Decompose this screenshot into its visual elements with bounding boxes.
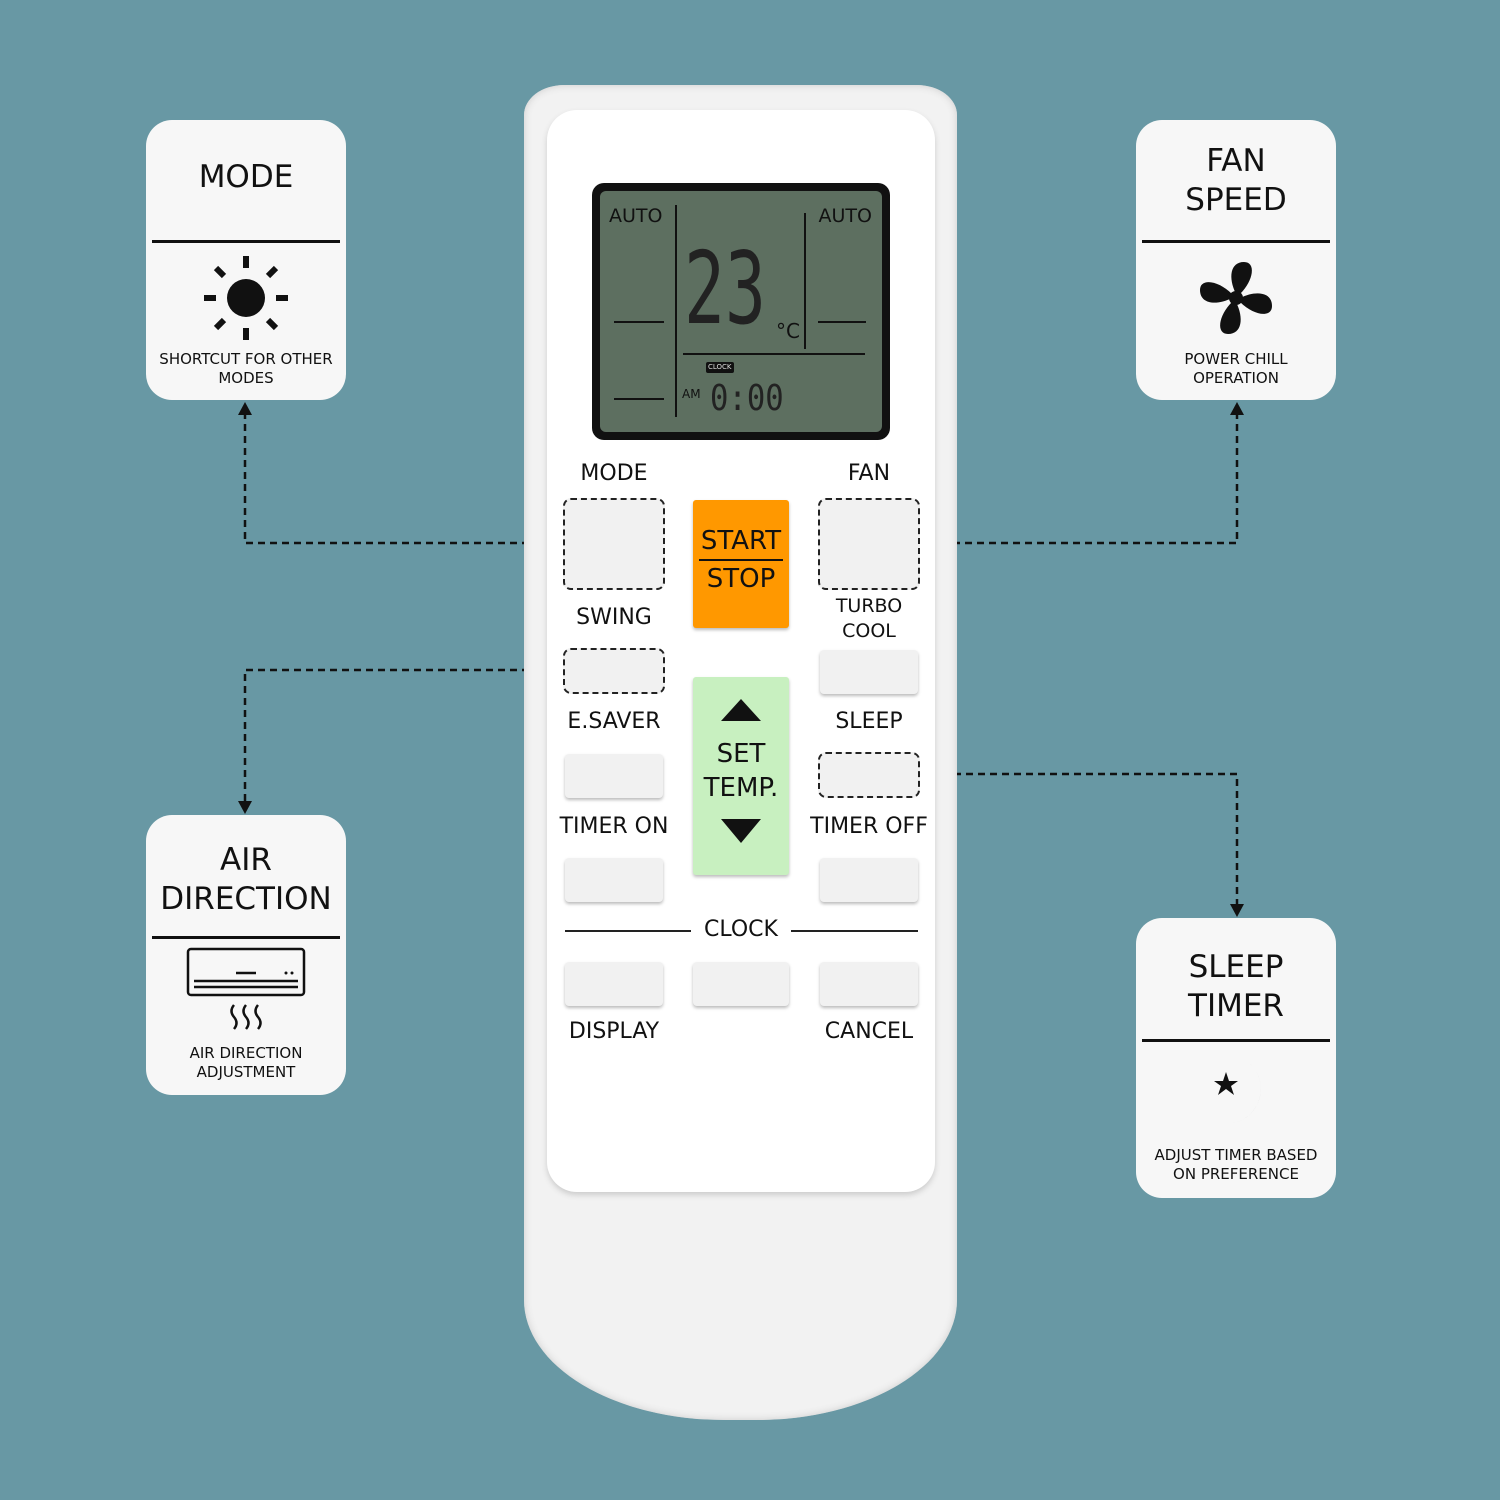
card-title: AIR DIRECTION: [160, 842, 332, 917]
lcd-temperature: 23: [684, 230, 766, 347]
timer-on-button[interactable]: [565, 858, 663, 902]
temp-up-arrow-icon[interactable]: [721, 699, 761, 721]
set-temp-buttons: SET TEMP.: [693, 677, 789, 875]
card-description: ADJUST TIMER BASED ON PREFERENCE: [1154, 1146, 1318, 1183]
display-button[interactable]: [565, 962, 663, 1006]
air-conditioner-icon: [186, 947, 306, 1030]
fan-speed-info-card: FAN SPEED POWER CHILL OPERATION: [1136, 120, 1336, 400]
swing-label: SWING: [576, 605, 652, 630]
swing-button[interactable]: [563, 648, 665, 694]
mode-button[interactable]: [563, 498, 665, 590]
start-stop-button[interactable]: START STOP: [693, 500, 789, 628]
cancel-label: CANCEL: [824, 1019, 914, 1044]
card-title: FAN SPEED: [1185, 143, 1287, 218]
sleep-label: SLEEP: [835, 709, 903, 734]
card-title: MODE: [198, 159, 294, 195]
turbo-cool-button[interactable]: [820, 650, 918, 694]
lcd-display: AUTO AUTO 23 °C CLOCK AM 0:00: [592, 183, 890, 440]
timer-off-button[interactable]: [820, 858, 918, 902]
divider: [152, 936, 340, 939]
esaver-button[interactable]: [565, 754, 663, 798]
card-description: POWER CHILL OPERATION: [1184, 350, 1288, 387]
lcd-clock-badge: CLOCK: [706, 362, 734, 373]
divider: [791, 930, 918, 932]
stop-label: STOP: [706, 564, 776, 594]
temp-down-arrow-icon[interactable]: [721, 819, 761, 843]
cool-label: COOL: [842, 620, 896, 642]
lcd-ampm: AM: [682, 387, 701, 401]
temp-label: TEMP.: [703, 773, 779, 803]
card-description: SHORTCUT FOR OTHER MODES: [159, 350, 333, 387]
start-label: START: [700, 526, 782, 556]
card-title: SLEEP TIMER: [1188, 949, 1284, 1024]
lcd-unit: °C: [776, 319, 800, 343]
divider: [565, 930, 691, 932]
air-direction-info-card: AIR DIRECTION AIR DIRECTION ADJUSTMENT: [146, 815, 346, 1095]
sun-icon: [204, 256, 288, 340]
fan-label: FAN: [847, 461, 891, 486]
cancel-button[interactable]: [820, 962, 918, 1006]
divider: [152, 240, 340, 243]
mode-info-card: MODE SHORTCUT FOR OTHER MODES: [146, 120, 346, 400]
timer-off-label: TIMER OFF: [810, 814, 928, 839]
moon-star-icon: [1204, 1062, 1261, 1124]
divider: [1142, 1039, 1330, 1042]
fan-icon: [1200, 262, 1272, 334]
fan-button[interactable]: [818, 498, 920, 590]
card-description: AIR DIRECTION ADJUSTMENT: [189, 1044, 303, 1081]
esaver-label: E.SAVER: [567, 709, 661, 734]
set-label: SET: [716, 739, 766, 769]
divider: [1142, 240, 1330, 243]
sleep-timer-info-card: SLEEP TIMER ADJUST TIMER BASED ON PREFER…: [1136, 918, 1336, 1198]
mode-label: MODE: [580, 461, 648, 486]
lcd-time: 0:00: [710, 378, 784, 419]
sleep-button[interactable]: [818, 752, 920, 798]
clock-button[interactable]: [693, 962, 789, 1006]
turbo-label: TURBO: [835, 595, 903, 617]
display-label: DISPLAY: [568, 1019, 660, 1044]
timer-on-label: TIMER ON: [559, 814, 669, 839]
lcd-right-mode: AUTO: [818, 205, 872, 227]
clock-label: CLOCK: [704, 917, 778, 942]
lcd-left-mode: AUTO: [609, 205, 663, 227]
